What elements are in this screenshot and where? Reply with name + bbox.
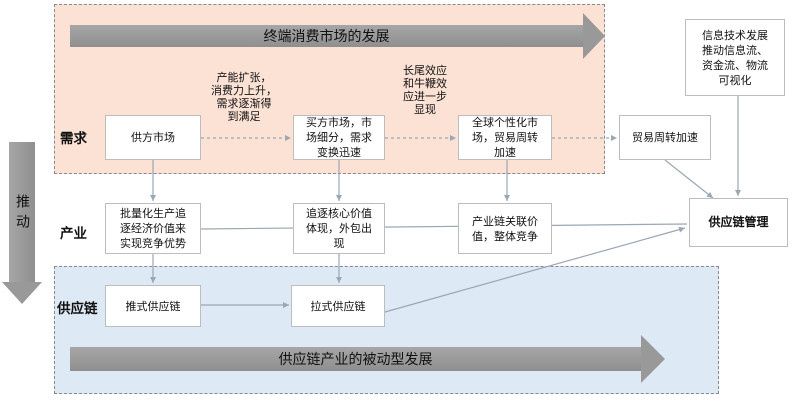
push-chain-box: 推式供应链 [105, 285, 201, 327]
arrow-trade-to-scm [664, 159, 714, 199]
long-tail-note: 长尾效应 和牛鞭效 应进一步 显现 [403, 64, 447, 116]
supplier-market-box: 供方市场 [105, 115, 201, 160]
supply-chain-industry-label: 供应链产业的被动型发展 [278, 352, 433, 368]
consumer-market-arrow: 终端消费市场的发展 [70, 13, 605, 59]
row-label-industry: 产业 [60, 226, 87, 242]
drive-arrow: 推动 [2, 142, 42, 304]
row-label-supply-chain: 供应链 [57, 301, 98, 317]
pull-chain-box: 拉式供应链 [291, 285, 385, 327]
chain-value-box: 产业链关联价 值，整体竞争 [458, 203, 552, 254]
consumer-market-label: 终端消费市场的发展 [263, 29, 390, 45]
trade-turnover-box: 贸易周转加速 [619, 115, 711, 160]
core-value-box: 追逐核心价值 体现，外包出 现 [293, 203, 385, 254]
mass-production-box: 批量化生产追 逐经济价值来 实现竞争优势 [105, 203, 201, 254]
it-development-box: 信息技术发展 推动信息流、 资金流、物流 可视化 [685, 19, 785, 96]
capacity-note: 产能扩张， 消费力上升， 需求逐渐得 到满足 [211, 71, 277, 123]
row-label-demand: 需求 [60, 131, 87, 147]
supply-chain-arrow: 供应链产业的被动型发展 [70, 335, 665, 383]
scm-box: 供应链管理 [689, 198, 788, 247]
line-industry-to-scm [200, 223, 688, 230]
drive-label: 推动 [14, 194, 30, 234]
arrow-pull-to-scm [384, 226, 686, 313]
buyer-market-box: 买方市场，市 场细分，需求 变换迅速 [293, 115, 385, 160]
personalized-market-box: 全球个性化市 场，贸易周转 加速 [458, 115, 552, 160]
